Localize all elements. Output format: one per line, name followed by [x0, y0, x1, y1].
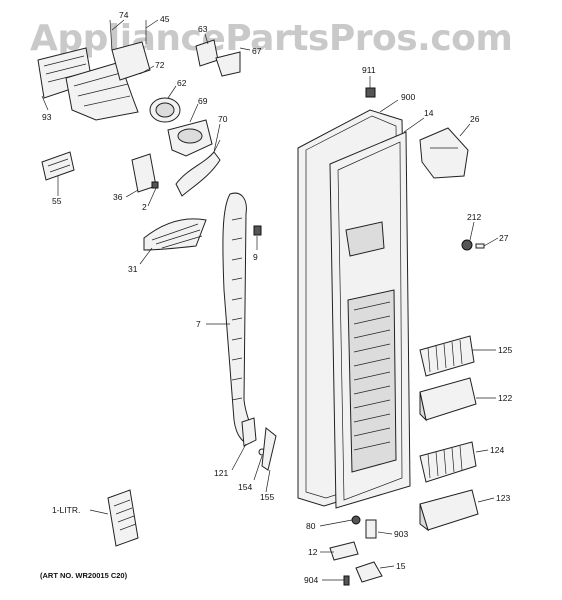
callout-12: 12 [308, 547, 318, 557]
part-switch-36 [131, 153, 159, 193]
watermark: AppliancePartsPros.com [30, 18, 512, 59]
leader-lines [41, 19, 499, 581]
part-bin-122 [419, 377, 477, 422]
callout-45: 45 [160, 14, 170, 24]
callout-155: 155 [260, 492, 274, 502]
part-manual-1-litr [107, 489, 139, 547]
part-label-55 [41, 151, 75, 181]
part-ring-62 [149, 97, 181, 123]
callout-62: 62 [177, 78, 187, 88]
part-cover-31 [143, 218, 207, 251]
callout-72: 72 [155, 60, 165, 70]
part-actuator-70 [175, 139, 221, 197]
callout-31: 31 [128, 264, 138, 274]
callout-labels: 74 45 63 67 72 93 62 69 70 55 36 2 31 9 … [42, 10, 512, 585]
callout-15: 15 [396, 561, 406, 571]
callout-14: 14 [424, 108, 434, 118]
callout-123: 123 [496, 493, 510, 503]
callout-154: 154 [238, 482, 252, 492]
part-bottom-hardware [329, 515, 383, 586]
callout-904: 904 [304, 575, 318, 585]
callout-74: 74 [119, 10, 129, 20]
callout-70: 70 [218, 114, 228, 124]
callout-80: 80 [306, 521, 316, 531]
part-bin-123 [419, 489, 479, 532]
part-shelf-124 [419, 441, 477, 483]
part-cap-212 [461, 239, 485, 251]
part-handle-hardware [241, 417, 277, 471]
callout-69: 69 [198, 96, 208, 106]
callout-27: 27 [499, 233, 509, 243]
callout-93: 93 [42, 112, 52, 122]
callout-212: 212 [467, 212, 481, 222]
callout-36: 36 [113, 192, 123, 202]
callout-122: 122 [498, 393, 512, 403]
callout-2: 2 [142, 202, 147, 212]
part-bin-26 [419, 127, 469, 179]
part-shelf-125 [419, 335, 475, 377]
callout-67: 67 [252, 46, 262, 56]
callout-124: 124 [490, 445, 504, 455]
callout-9: 9 [253, 252, 258, 262]
part-screw-9 [253, 225, 262, 236]
callout-26: 26 [470, 114, 480, 124]
part-door-gasket-14 [329, 131, 411, 509]
callout-55: 55 [52, 196, 62, 206]
callout-121: 121 [214, 468, 228, 478]
part-bracket-63 [195, 39, 241, 77]
callout-903: 903 [394, 529, 408, 539]
part-funnel-69 [167, 119, 213, 157]
callout-900: 900 [401, 92, 415, 102]
callout-63: 63 [198, 24, 208, 34]
art-number: (ART NO. WR20015 C20) [40, 571, 128, 580]
callout-125: 125 [498, 345, 512, 355]
part-dispenser-housing [37, 19, 151, 121]
callout-7: 7 [196, 319, 201, 329]
callout-1-litr: 1-LITR. [52, 505, 80, 515]
part-handle-7 [222, 192, 254, 444]
part-plug-911 [365, 87, 376, 98]
callout-911: 911 [362, 65, 376, 75]
